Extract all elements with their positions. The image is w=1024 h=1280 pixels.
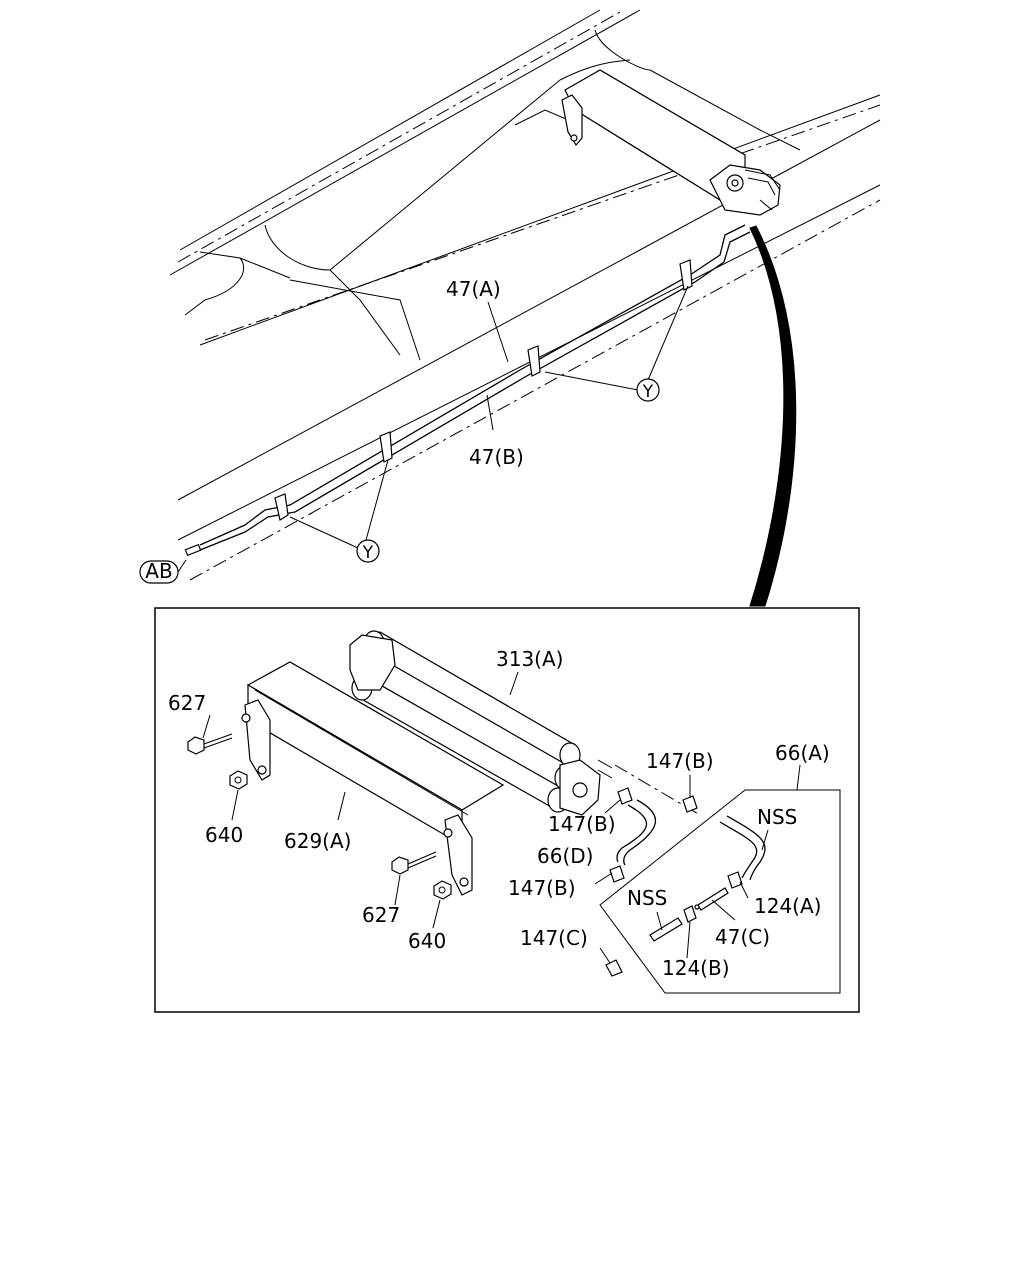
label-627-top: 627 [168, 691, 206, 715]
fitting-124a [727, 871, 743, 889]
label-147b-right: 147(B) [646, 749, 714, 773]
y-label-upper: Y [642, 382, 654, 402]
detail-box: 313(A) 627 640 629(A) 627 640 147(B) 66(… [154, 607, 860, 1013]
label-47c: 47(C) [715, 925, 770, 949]
pipe-47c [694, 887, 729, 911]
label-147b-mid: 147(B) [548, 812, 616, 836]
hose-66d [609, 787, 656, 883]
detail-arrow [749, 225, 797, 607]
fuel-cooler-upper [561, 69, 781, 216]
label-nss-right: NSS [757, 805, 797, 829]
cooler-core [349, 630, 701, 816]
label-66d: 66(D) [537, 844, 593, 868]
label-nss-left: NSS [627, 886, 667, 910]
ab-marker: AB [139, 559, 187, 584]
label-124b: 124(B) [662, 956, 730, 980]
bolt-627-top [187, 733, 233, 755]
label-147c: 147(C) [520, 926, 588, 950]
clip-group [274, 259, 693, 521]
nss-tube [649, 917, 683, 942]
ab-label: AB [145, 559, 172, 583]
label-66a: 66(A) [775, 741, 830, 765]
label-147b-low: 147(B) [508, 876, 576, 900]
frame-view: AB Y Y 47(A) 47(B) [139, 9, 881, 607]
label-47a: 47(A) [446, 277, 501, 301]
y-marker-lower: Y [356, 539, 380, 563]
fuel-lines [184, 224, 751, 557]
label-629a: 629(A) [284, 829, 351, 853]
label-47b: 47(B) [469, 445, 524, 469]
y-label-lower: Y [362, 543, 374, 563]
bolt-627-bottom [391, 851, 437, 875]
fitting-124b [683, 905, 697, 923]
label-640-left: 640 [205, 823, 243, 847]
nut-640-left [229, 770, 248, 790]
label-124a: 124(A) [754, 894, 821, 918]
clamp-147b-right [682, 795, 698, 813]
label-313a: 313(A) [496, 647, 563, 671]
clamp-147c [605, 959, 623, 977]
nut-640-bottom [433, 880, 452, 900]
y-marker-upper: Y [636, 378, 660, 402]
cooler-cover [241, 661, 505, 896]
hose-66a [719, 815, 766, 881]
label-627-bottom: 627 [362, 903, 400, 927]
label-640-bottom: 640 [408, 929, 446, 953]
